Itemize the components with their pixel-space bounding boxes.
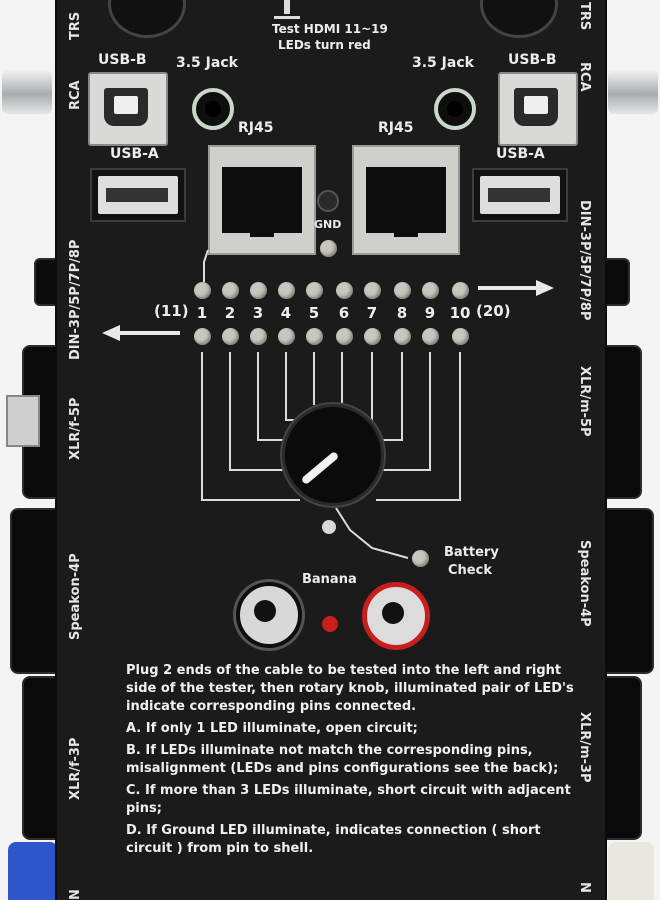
instructions-a: A. If only 1 LED illuminate, open circui…: [126, 721, 418, 736]
side-label-left: XLR/f-5P: [68, 397, 83, 460]
pin-led-bottom: [364, 328, 381, 345]
pin-led-top: [452, 282, 469, 299]
side-label-left: Speakon-4P: [68, 553, 83, 640]
banana-indicator-led: [322, 616, 338, 632]
arrow-left-icon: [120, 331, 180, 335]
knob-detent-led: [322, 520, 336, 534]
pin-led-top: [364, 282, 381, 299]
hdmi-note-line2: LEDs turn red: [278, 38, 371, 52]
pin-number-label: 1: [196, 304, 208, 322]
side-label-left: DIN-3P/5P/7P/8P: [68, 239, 83, 360]
rca-connector-right[interactable]: [608, 70, 658, 114]
side-label-right: XLR/m-5P: [577, 366, 592, 437]
usb-a-right-label: USB-A: [496, 146, 545, 162]
pin-led-bottom: [452, 328, 469, 345]
pin-led-bottom: [278, 328, 295, 345]
xlr-latch[interactable]: [6, 395, 40, 447]
jack-left-label: 3.5 Jack: [176, 55, 238, 71]
side-label-right: DIN-3P/5P/7P/8P: [577, 200, 592, 321]
banana-socket-black-hole: [254, 600, 276, 622]
side-label-right: Speakon-4P: [577, 540, 592, 627]
instructions-b: B. If LEDs illuminate not match the corr…: [126, 743, 559, 776]
battery-label-line1: Battery: [444, 545, 499, 560]
battery-label-line2: Check: [448, 563, 492, 578]
usb-b-left-port[interactable]: [88, 72, 168, 146]
pin-led-bottom: [194, 328, 211, 345]
hdmi-switch-stem: [284, 0, 290, 14]
pin-led-bottom: [306, 328, 323, 345]
side-label-right: TRS: [577, 2, 592, 31]
hdmi-switch-icon[interactable]: [274, 0, 300, 19]
pin-led-top: [222, 282, 239, 299]
pin-label-left-extra: (11): [154, 302, 189, 320]
gnd-label: GND: [314, 218, 342, 231]
usb-b-left-label: USB-B: [98, 52, 147, 68]
instructions-c: C. If more than 3 LEDs illuminate, short…: [126, 783, 571, 816]
rj45-right-port[interactable]: [352, 145, 460, 255]
usb-b-right-label: USB-B: [508, 52, 557, 68]
gnd-led: [320, 240, 337, 257]
arrow-right-icon: [478, 286, 538, 290]
pin-led-bottom: [422, 328, 439, 345]
pin-number-label: 9: [424, 304, 436, 322]
pin-number-label: 2: [224, 304, 236, 322]
powercon-blue-connector[interactable]: [8, 842, 58, 900]
pin-led-top: [278, 282, 295, 299]
battery-check-led: [412, 550, 429, 567]
rj45-left-label: RJ45: [238, 120, 274, 136]
side-label-right: XLR/m-3P: [577, 712, 592, 783]
banana-socket-red-hole: [382, 602, 404, 624]
jack-right-label: 3.5 Jack: [412, 55, 474, 71]
powercon-white-connector[interactable]: [608, 842, 654, 900]
hdmi-note-line1: Test HDMI 11~19: [272, 22, 388, 36]
pin-led-top: [250, 282, 267, 299]
side-label-left: RCA: [68, 80, 83, 110]
pin-led-top: [394, 282, 411, 299]
pin-number-label: 10: [449, 304, 471, 322]
pin-number-label: 6: [338, 304, 350, 322]
jack-3-5-left[interactable]: [192, 88, 234, 130]
side-label-left: N: [68, 889, 83, 900]
side-label-left: TRS: [68, 11, 83, 40]
usb-a-left-port[interactable]: [90, 168, 186, 222]
pin-led-bottom: [394, 328, 411, 345]
pin-number-label: 7: [366, 304, 378, 322]
screw-icon: [317, 190, 339, 212]
usb-a-right-port[interactable]: [472, 168, 568, 222]
banana-label: Banana: [302, 572, 357, 587]
speakon-right[interactable]: [600, 508, 654, 674]
pin-led-bottom: [250, 328, 267, 345]
side-label-right: N: [577, 882, 592, 893]
arrow-right-head: [536, 280, 554, 296]
arrow-left-head: [102, 325, 120, 341]
pin-led-bottom: [222, 328, 239, 345]
rj45-left-port[interactable]: [208, 145, 316, 255]
pin-led-bottom: [336, 328, 353, 345]
pin-label-right-extra: (20): [476, 302, 511, 320]
pin-number-label: 5: [308, 304, 320, 322]
instructions-d: D. If Ground LED illuminate, indicates c…: [126, 823, 541, 856]
usb-a-left-label: USB-A: [110, 146, 159, 162]
instructions-intro: Plug 2 ends of the cable to be tested in…: [126, 663, 574, 714]
jack-3-5-right[interactable]: [434, 88, 476, 130]
pin-led-top: [306, 282, 323, 299]
instructions-block: Plug 2 ends of the cable to be tested in…: [126, 662, 586, 862]
pin-led-top: [194, 282, 211, 299]
side-label-left: XLR/f-3P: [68, 737, 83, 800]
pin-number-label: 4: [280, 304, 292, 322]
rca-connector-left[interactable]: [2, 70, 52, 114]
pin-number-label: 3: [252, 304, 264, 322]
side-label-right: RCA: [577, 62, 592, 92]
rj45-right-label: RJ45: [378, 120, 414, 136]
usb-b-right-port[interactable]: [498, 72, 578, 146]
pin-number-label: 8: [396, 304, 408, 322]
pin-led-top: [422, 282, 439, 299]
pin-led-top: [336, 282, 353, 299]
